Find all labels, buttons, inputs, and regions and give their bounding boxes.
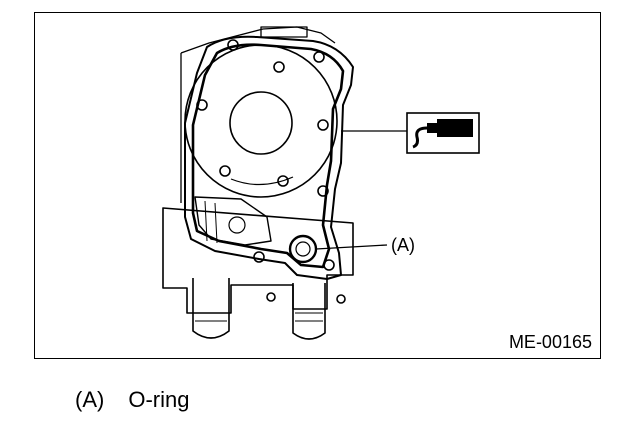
rotor-housing [184,44,338,198]
o-ring-leader-line [315,244,388,250]
bolt [273,61,285,73]
o-ring [288,234,318,264]
bolt [266,292,276,302]
bolt [196,99,208,111]
rotor-center-bore [229,91,293,155]
bolt [313,51,325,63]
bolt [219,165,231,177]
inner-gasket-line [191,43,345,269]
bolt [323,259,335,271]
bolt [317,119,329,131]
bolt [277,175,289,187]
bolt [253,251,265,263]
callout-a-label: (A) [391,235,415,255]
bolt [336,294,346,304]
oil-pump-cover-illustration: (A) [162,26,480,340]
outer-flange [184,35,354,280]
figure-frame: (A) ME-00165 [34,12,601,359]
legend-item: (A) O-ring [75,387,189,413]
legend-key: (A) [75,387,105,412]
left-outlet-pipe [192,278,230,339]
liquid-gasket-icon [406,112,480,154]
bolt [227,39,239,51]
figure-id: ME-00165 [508,332,592,352]
right-outlet-pipe [292,283,326,340]
bolt [317,185,329,197]
legend-text: O-ring [128,387,190,412]
